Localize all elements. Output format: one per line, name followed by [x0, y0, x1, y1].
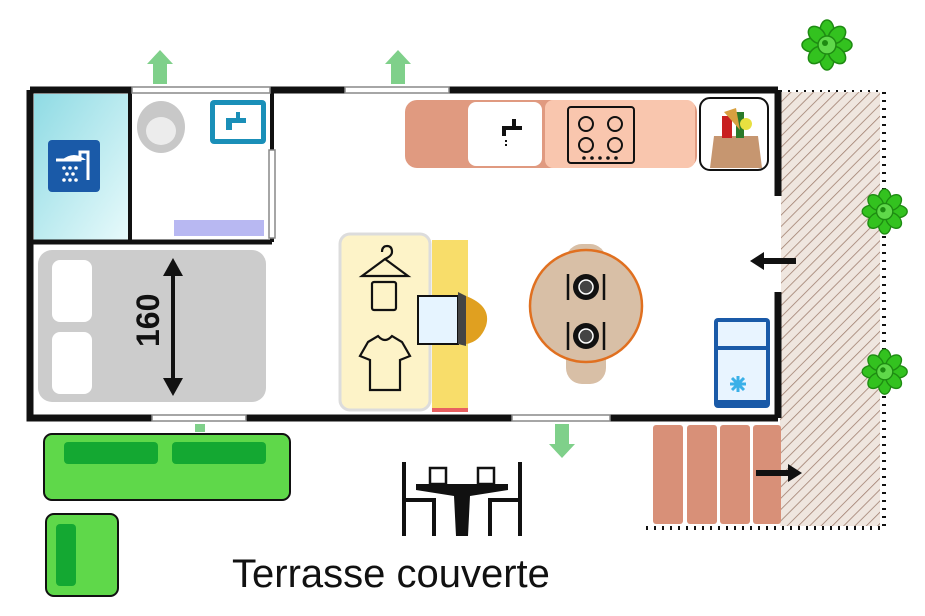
hanger-icon: [358, 244, 412, 312]
sink-icon: [502, 119, 522, 148]
plate-icon: [566, 274, 606, 300]
toilet-icon: [137, 101, 185, 153]
plant-icon: [861, 188, 908, 235]
fridge-icon: [714, 318, 770, 408]
kitchen-counter: [405, 100, 697, 168]
windows: [131, 86, 781, 422]
plant-icon: [801, 19, 853, 71]
plant-icon: [861, 348, 908, 395]
plate-icon: [566, 322, 606, 350]
terrace-deck-area: [645, 90, 886, 530]
terrace-label: Terrasse couverte: [232, 552, 550, 596]
rug: [432, 408, 468, 412]
bath-mat: [174, 220, 264, 236]
laptop-icon: [417, 292, 466, 346]
dining-set-icon: [402, 462, 522, 536]
shower-icon: [48, 140, 100, 192]
tshirt-icon: [358, 334, 412, 392]
double-bed-icon: [38, 250, 266, 402]
groceries-icon: [699, 97, 769, 171]
armchair: [45, 513, 119, 597]
sofa: [43, 433, 291, 501]
arrow-icon: [750, 252, 802, 482]
bed-size-label: 160: [130, 293, 166, 347]
stove-icon: [567, 106, 635, 164]
wardrobe: [338, 232, 432, 412]
dining-table: [528, 244, 644, 384]
arrow-icon: [147, 50, 575, 458]
washbasin-icon: [210, 100, 266, 144]
